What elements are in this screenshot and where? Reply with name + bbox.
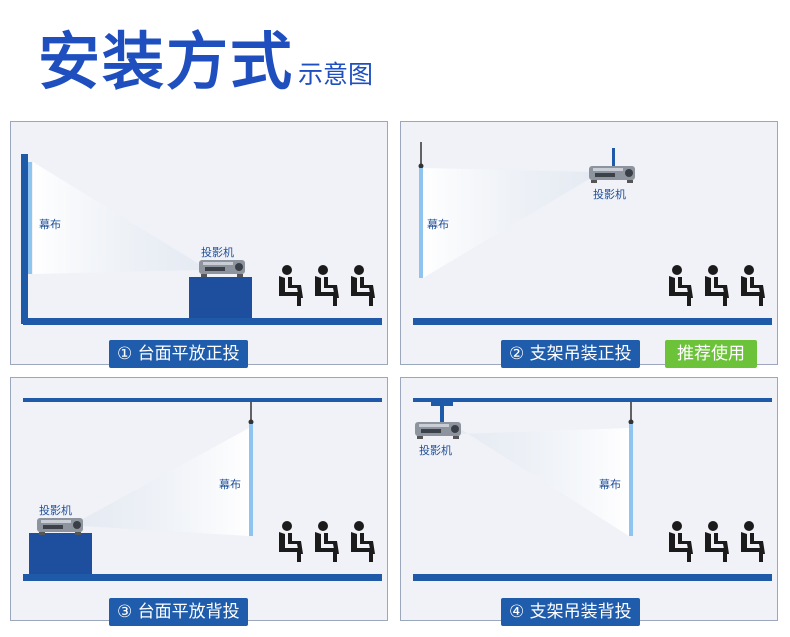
screen-icon (28, 162, 32, 274)
panel-caption: ② 支架吊装正投 (501, 340, 640, 368)
diagram-desktop-front (21, 154, 382, 325)
diagram-ceiling-front (413, 142, 772, 325)
diagram-ceiling-rear (413, 398, 772, 581)
floor (413, 574, 772, 581)
title-sub: 示意图 (298, 60, 374, 89)
title-main: 安装方式 (38, 25, 295, 98)
projection-beam (423, 168, 591, 278)
wall (21, 154, 28, 324)
projector-icon (37, 518, 83, 535)
panel-caption: ④ 支架吊装背投 (501, 598, 640, 626)
panel-ceiling-front-projection: 幕布 投影机 ② 支架吊装正投 推荐使用 (400, 121, 778, 368)
floor (413, 318, 772, 325)
panel-ceiling-rear-projection: 幕布 投影机 ④ 支架吊装背投 (400, 377, 778, 626)
panel-desktop-rear-projection: 幕布 投影机 ③ 台面平放背投 (10, 377, 388, 626)
projection-beam (81, 428, 249, 536)
projector-label: 投影机 (419, 444, 452, 457)
seat-person-icon (669, 521, 693, 562)
projector-icon (589, 166, 635, 183)
screen-icon (249, 424, 253, 536)
projector-label: 投影机 (201, 246, 234, 259)
screen-label: 幕布 (39, 218, 61, 231)
seat-person-icon (279, 265, 303, 306)
screen-label: 幕布 (599, 478, 621, 491)
desk (29, 533, 92, 574)
desk (189, 277, 252, 318)
panel-desktop-front-projection: 幕布 投影机 ① 台面平放正投 (10, 121, 388, 368)
seat-person-icon (315, 521, 339, 562)
seat-person-icon (315, 265, 339, 306)
panel-caption: ① 台面平放正投 (109, 340, 248, 368)
projector-label: 投影机 (39, 504, 72, 517)
diagram-desktop-rear (23, 398, 382, 581)
projector-icon (199, 260, 245, 277)
screen-icon (629, 424, 633, 536)
ceiling-mount (612, 148, 615, 168)
screen-label: 幕布 (427, 218, 449, 231)
seat-person-icon (705, 265, 729, 306)
page-title: 安装方式示意图 (38, 22, 373, 102)
floor (23, 318, 382, 325)
floor (23, 574, 382, 581)
projector-icon (415, 422, 461, 439)
seat-person-icon (351, 265, 375, 306)
projector-label: 投影机 (593, 188, 626, 201)
seat-person-icon (351, 521, 375, 562)
seat-person-icon (279, 521, 303, 562)
seat-person-icon (705, 521, 729, 562)
ceiling (23, 398, 382, 402)
seat-person-icon (741, 521, 765, 562)
projection-beam (33, 162, 199, 274)
screen-icon (419, 168, 423, 278)
seat-person-icon (669, 265, 693, 306)
ceiling (413, 398, 772, 402)
seat-person-icon (741, 265, 765, 306)
panel-caption: ③ 台面平放背投 (109, 598, 248, 626)
recommend-badge: 推荐使用 (665, 340, 757, 368)
ceiling-mount (431, 402, 453, 406)
projection-beam (459, 428, 629, 536)
screen-label: 幕布 (219, 478, 241, 491)
